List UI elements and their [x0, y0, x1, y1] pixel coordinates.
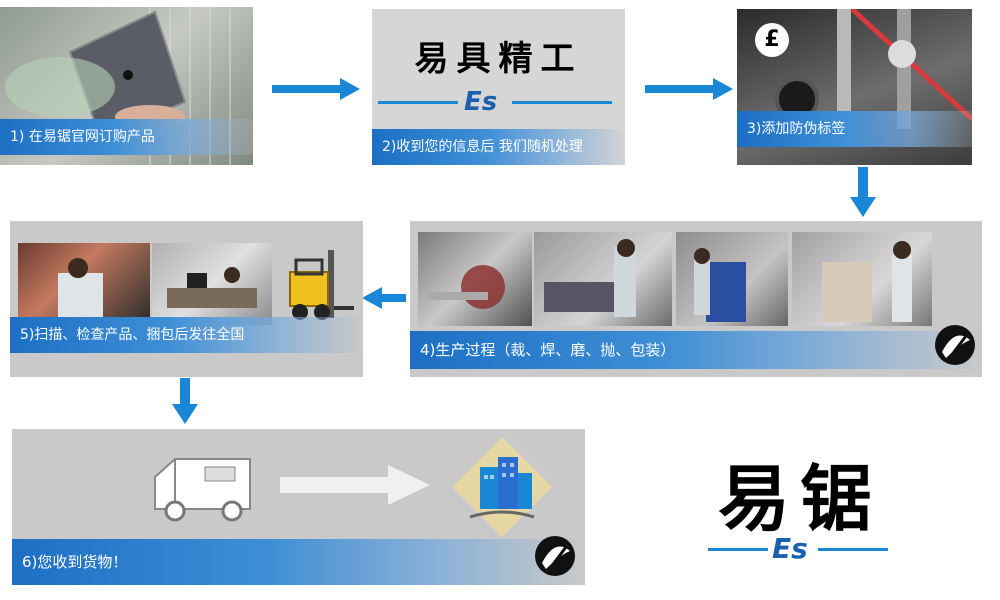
tablet-illustration [5, 7, 231, 165]
step4-photo-welding [534, 232, 672, 326]
step4-photo-cutting [418, 232, 532, 326]
sign-text: 易具精工 [414, 39, 583, 79]
step5-caption: 5)扫描、检查产品、捆包后发往全国 [10, 317, 363, 353]
step1-panel: 1) 在易锯官网订购产品 [0, 7, 253, 165]
step3-panel: £ 3)添加防伪标签 [737, 9, 972, 165]
sign-es-mark: Es [464, 87, 498, 117]
arrow-right-1 [272, 78, 360, 100]
step2-photo-sign: 易具精工 Es [372, 9, 625, 165]
pound-icon: £ [764, 27, 780, 52]
logo-text: 易锯 [717, 456, 882, 541]
sign-line-right [512, 101, 612, 104]
step6-panel: 6)您收到货物！ [12, 429, 585, 585]
step2-caption: 2)收到您的信息后 我们随机处理 [372, 129, 625, 165]
sign-line-left [378, 101, 458, 104]
step1-caption: 1) 在易锯官网订购产品 [0, 119, 253, 155]
step5-photo-inspection [152, 243, 272, 325]
arrow-down-2 [172, 378, 198, 424]
step4-photo-grinding [676, 232, 788, 326]
brand-emblem-icon [932, 322, 978, 368]
arrow-left-1 [362, 287, 406, 309]
step5-photo-scanning [18, 243, 150, 325]
step3-caption: 3)添加防伪标签 [737, 111, 972, 147]
brand-emblem-icon-2 [532, 533, 578, 579]
machine-illustration [775, 9, 972, 129]
delivery-van-icon [150, 447, 270, 527]
building-icon [452, 437, 552, 537]
step4-caption: 4)生产过程（裁、焊、磨、抛、包装） [410, 331, 982, 369]
brand-logo: 易锯 Es [700, 440, 900, 570]
step5-panel: 5)扫描、检查产品、捆包后发往全国 [10, 221, 363, 377]
forklift-icon [280, 246, 360, 326]
logo-es-mark: Es [772, 532, 808, 565]
step4-photo-polishing [792, 232, 932, 326]
logo-line-right [818, 548, 888, 551]
step4-panel: 4)生产过程（裁、焊、磨、抛、包装） [410, 221, 982, 377]
label-icon: £ [755, 23, 789, 57]
arrow-right-2 [645, 78, 733, 100]
arrow-right-grey [280, 465, 430, 505]
step2-panel: 易具精工 Es 2)收到您的信息后 我们随机处理 [372, 9, 625, 165]
arrow-down-1 [850, 167, 876, 217]
step6-caption: 6)您收到货物！ [12, 539, 585, 585]
logo-line-left [708, 548, 768, 551]
